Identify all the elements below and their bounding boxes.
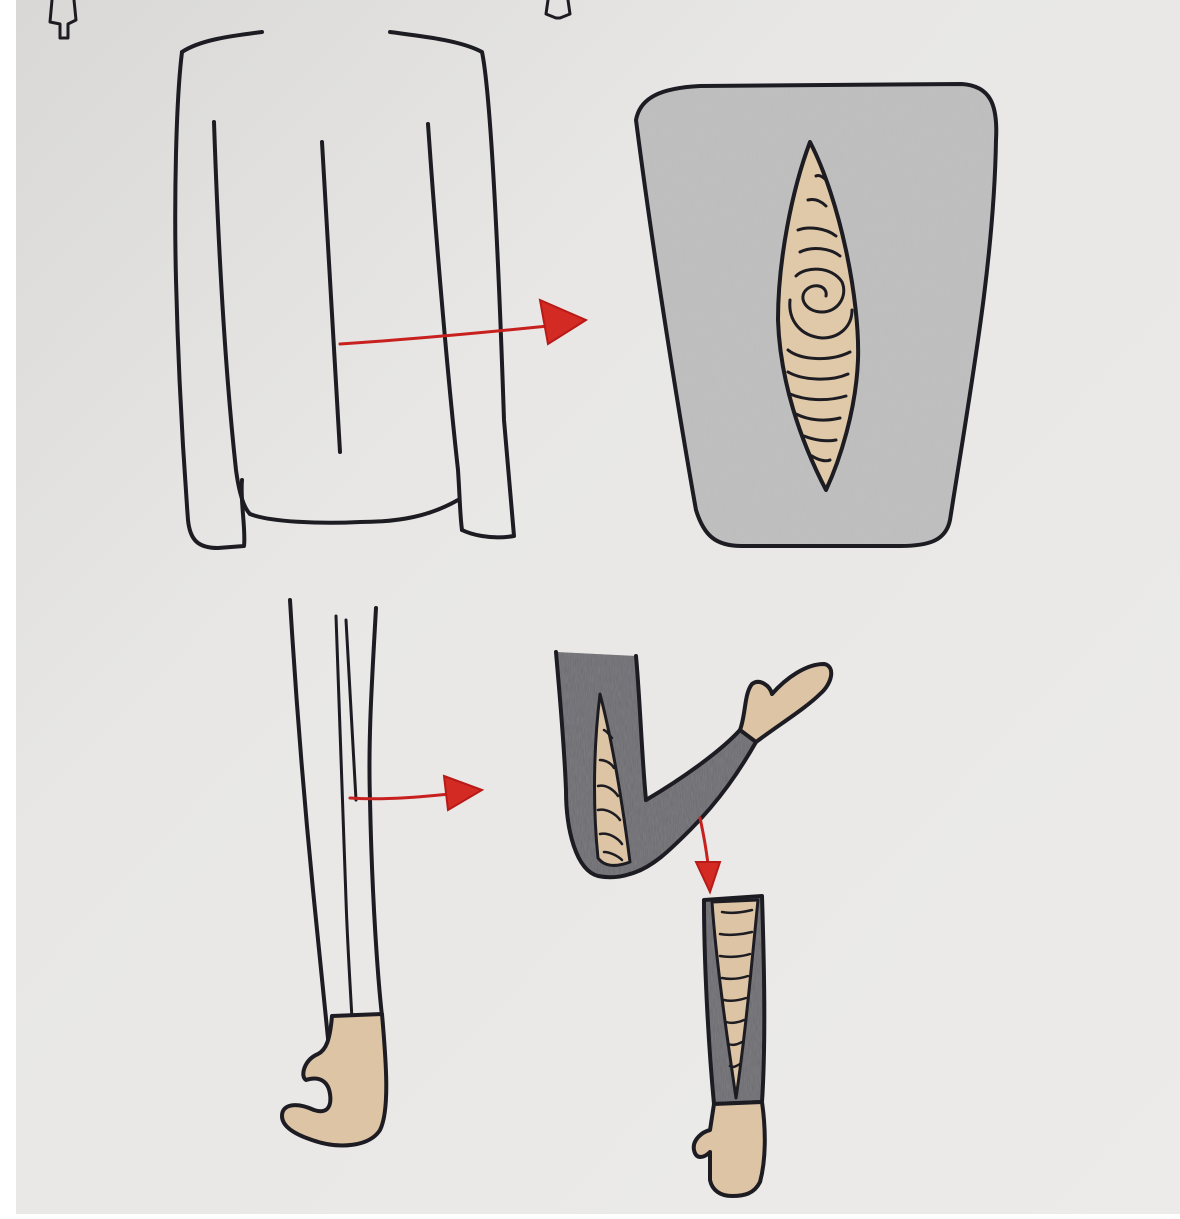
paper-sheet [16,0,1180,1214]
fabric-slit-icon [636,84,996,546]
